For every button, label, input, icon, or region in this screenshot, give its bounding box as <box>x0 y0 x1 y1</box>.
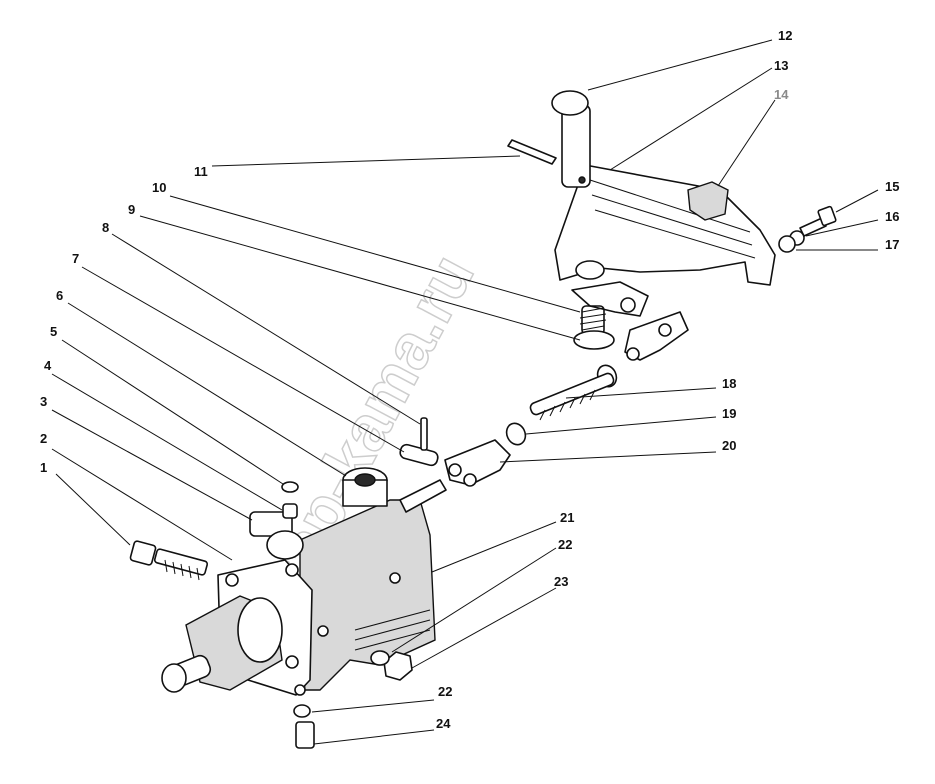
callout-9: 9 <box>128 202 135 217</box>
pedal-pin-head <box>551 90 589 116</box>
push-rod-assembly <box>399 364 618 487</box>
cotter-pin-8 <box>420 417 428 451</box>
callout-22-upper: 22 <box>558 537 572 552</box>
callout-10: 10 <box>152 180 166 195</box>
spring <box>579 305 607 335</box>
callout-16: 16 <box>885 209 899 224</box>
stop-block <box>687 181 729 221</box>
callout-19: 19 <box>722 406 736 421</box>
callout-13: 13 <box>774 58 788 73</box>
callout-14: 14 <box>774 87 789 102</box>
valve-housing <box>129 467 447 749</box>
callout-1: 1 <box>40 460 47 475</box>
callout-4: 4 <box>44 358 52 373</box>
callout-5: 5 <box>50 324 57 339</box>
valve-stem <box>399 479 447 513</box>
upper-clevis <box>624 311 689 361</box>
callout-2: 2 <box>40 431 47 446</box>
callout-3: 3 <box>40 394 47 409</box>
bolt-24 <box>295 721 315 749</box>
washer-22a <box>370 650 390 666</box>
pedal-assembly <box>507 90 837 361</box>
spring-washer <box>573 330 615 350</box>
callout-labels: 1 2 3 4 5 6 7 8 9 10 11 12 13 14 15 16 1… <box>40 28 899 731</box>
callout-22-lower: 22 <box>438 684 452 699</box>
gasket-5 <box>281 481 299 493</box>
plug-4 <box>282 503 298 519</box>
lever-boss <box>575 260 605 280</box>
callout-23: 23 <box>554 574 568 589</box>
callout-24: 24 <box>436 716 451 731</box>
nut-23 <box>383 651 413 681</box>
lever-fork <box>571 281 649 317</box>
clevis-pin <box>399 443 439 467</box>
bolt-1 <box>153 548 209 576</box>
pedal-pin <box>561 104 591 188</box>
callout-11: 11 <box>194 164 208 179</box>
rod-nut-lower <box>505 422 527 446</box>
callout-21: 21 <box>560 510 574 525</box>
callout-8: 8 <box>102 220 109 235</box>
washer-22b <box>293 704 311 718</box>
callout-15: 15 <box>885 179 899 194</box>
washer-17 <box>778 235 796 253</box>
cotter-pin-11 <box>507 139 557 165</box>
callout-7: 7 <box>72 251 79 266</box>
threaded-rod <box>529 372 615 416</box>
callout-18: 18 <box>722 376 736 391</box>
callout-6: 6 <box>56 288 63 303</box>
callout-17: 17 <box>885 237 899 252</box>
lower-clevis <box>444 439 511 486</box>
callout-20: 20 <box>722 438 736 453</box>
leader-lines <box>51 39 879 745</box>
callout-12: 12 <box>778 28 792 43</box>
